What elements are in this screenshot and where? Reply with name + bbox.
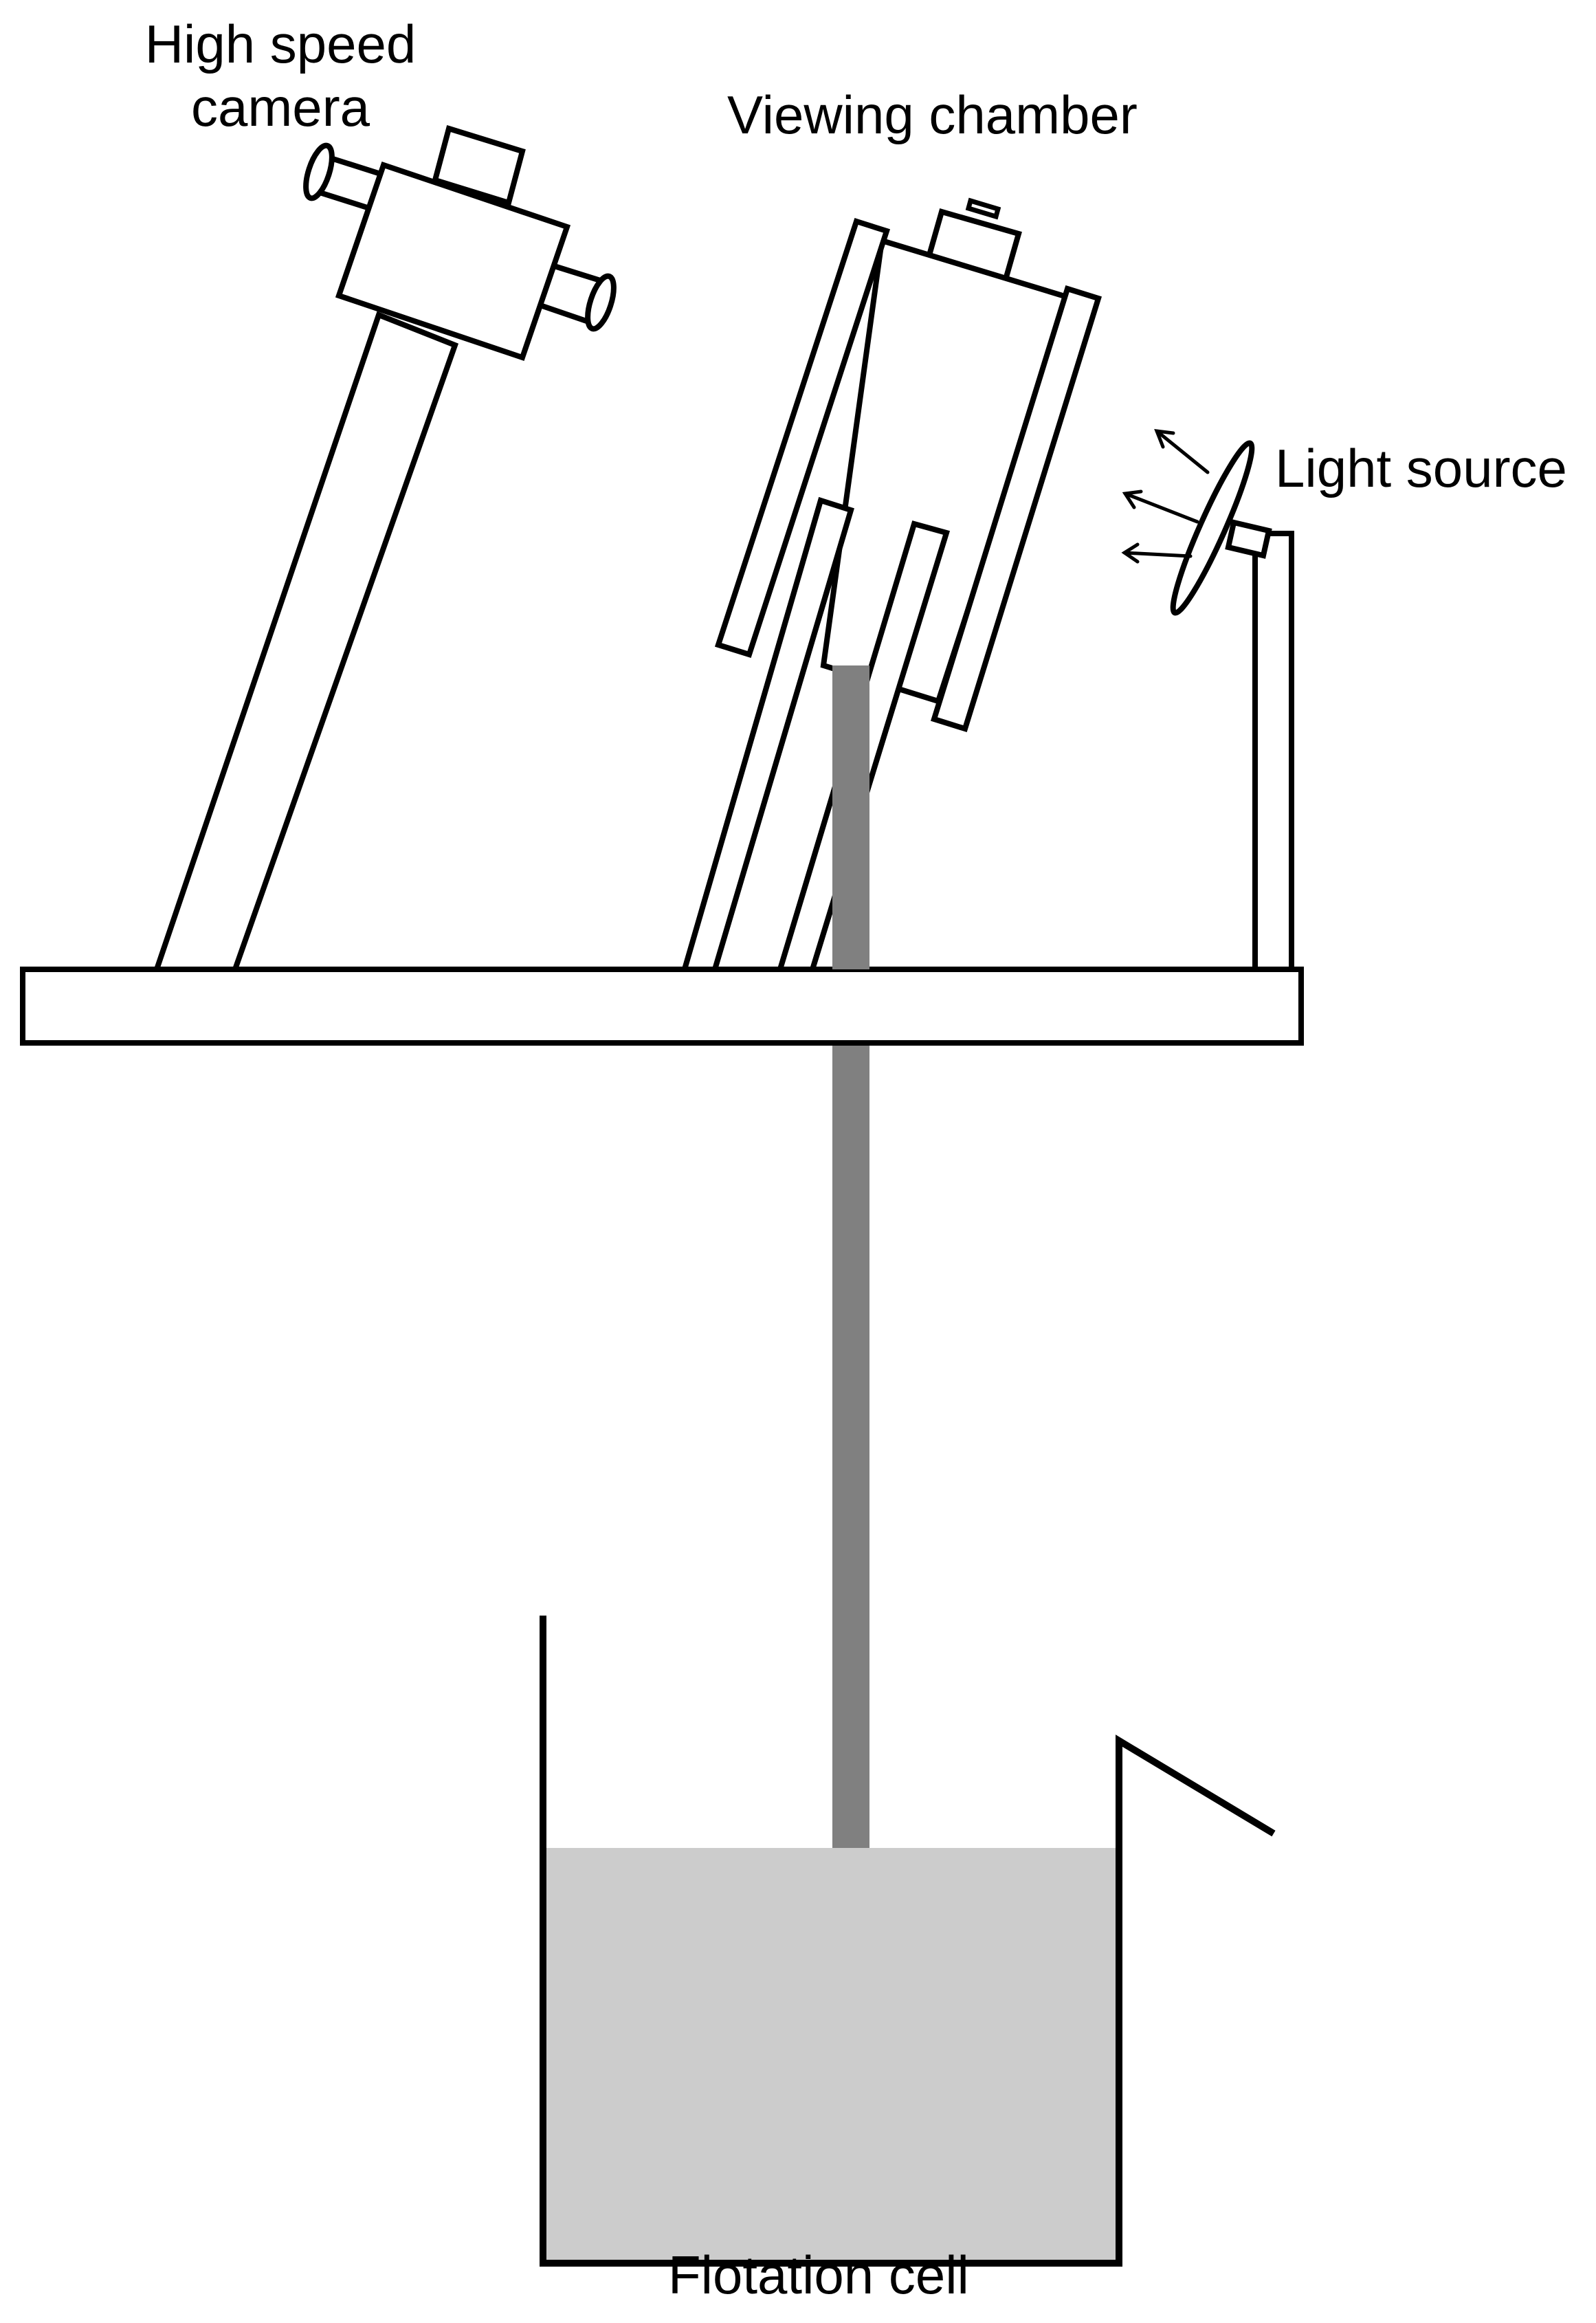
light-source-label: Light source [1275, 438, 1567, 498]
high-speed-camera [303, 124, 617, 362]
camera-lens-left-cap [303, 142, 335, 201]
light-source [1121, 428, 1272, 616]
light-ray-arrows [1121, 428, 1210, 564]
camera-body [335, 161, 571, 362]
viewing-chamber-label: Viewing chamber [727, 85, 1138, 145]
sampling-tube-upper [832, 665, 869, 969]
high-speed-camera-label: High speed camera [144, 14, 417, 137]
flotation-liquid [543, 1848, 1119, 2260]
flotation-cell-container [540, 1616, 1276, 2267]
chamber-side-plate-left [714, 217, 891, 658]
chamber-side-plate-right [930, 285, 1102, 733]
camera-lens-right-cap [585, 273, 617, 332]
lamp-arm [1225, 519, 1272, 559]
base-plate [20, 967, 1304, 1046]
camera-top-mount [432, 124, 526, 207]
viewing-chamber [680, 197, 1102, 972]
camera-stand [153, 311, 459, 972]
flotation-cell-label: Flotation cell [668, 2245, 969, 2305]
lamp-disc [1170, 440, 1255, 616]
chamber-top-knob [965, 197, 1001, 220]
chamber-rail-front-left [680, 496, 854, 972]
light-source-post [1252, 531, 1294, 972]
